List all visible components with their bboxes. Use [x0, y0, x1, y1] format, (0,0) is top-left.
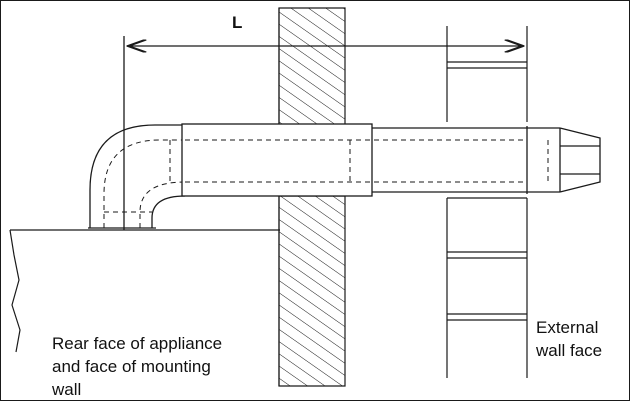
dimension-line	[123, 36, 523, 230]
external-wall-label-line2: wall face	[535, 341, 602, 360]
flue-pipe	[181, 123, 528, 197]
dimension-label: L	[232, 13, 242, 32]
rear-face-label-line2: and face of mounting	[52, 357, 211, 376]
rear-face-label-line1: Rear face of appliance	[52, 334, 222, 353]
rear-face-label-line3: wall	[51, 380, 81, 399]
appliance-outline	[9, 229, 280, 353]
flue-terminal	[527, 127, 601, 193]
mounting-wall	[278, 7, 346, 387]
external-wall	[446, 26, 528, 378]
external-wall-label-line1: External	[536, 318, 598, 337]
flue-elbow	[88, 124, 186, 229]
